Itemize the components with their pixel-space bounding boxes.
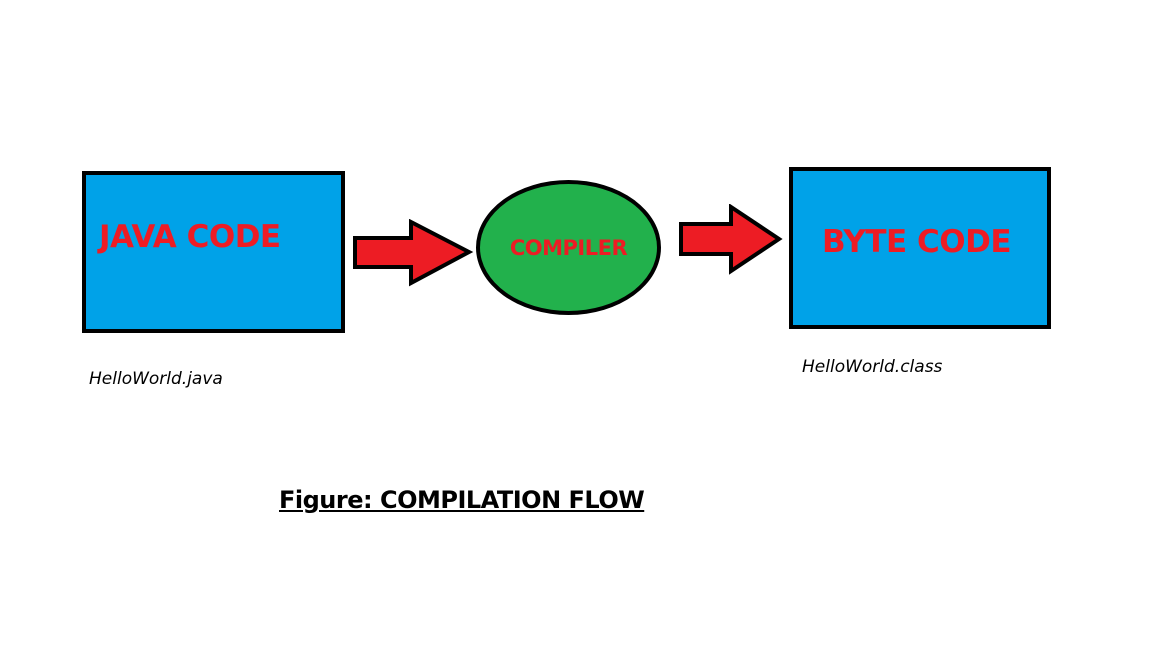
class-filename: HelloWorld.class	[802, 357, 943, 377]
byte-code-box: BYTE CODE	[789, 167, 1051, 329]
source-filename: HelloWorld.java	[89, 369, 223, 389]
figure-caption: Figure: COMPILATION FLOW	[279, 486, 645, 514]
compiler-node: COMPILER	[476, 180, 661, 315]
java-code-box: JAVA CODE	[82, 171, 345, 333]
java-code-label: JAVA CODE	[99, 219, 281, 255]
arrow-to-compiler-icon	[353, 219, 474, 287]
arrow-to-byte-code-icon	[679, 204, 783, 275]
compiler-label: COMPILER	[509, 235, 628, 260]
byte-code-label: BYTE CODE	[822, 224, 1012, 260]
